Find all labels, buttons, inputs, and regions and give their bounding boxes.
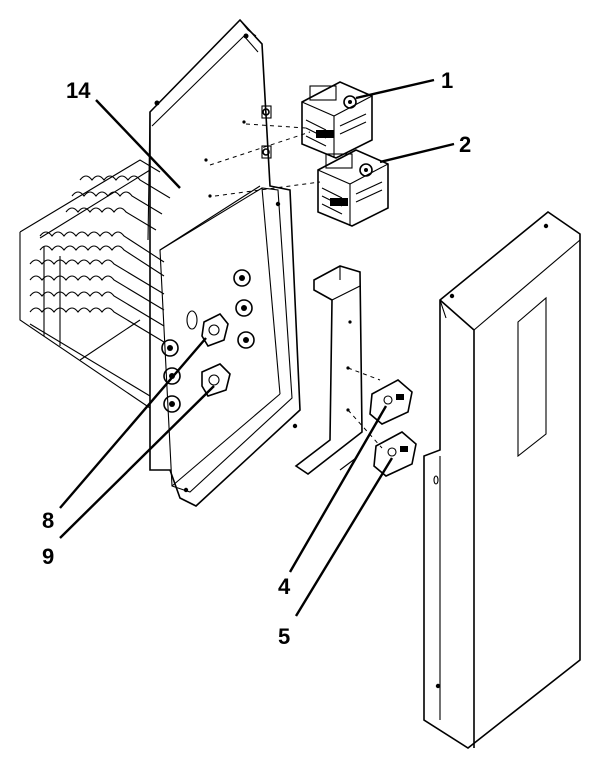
- terminal-block-upper: [369, 379, 413, 425]
- callout-9: 9: [42, 544, 54, 569]
- callout-8: 8: [42, 508, 54, 533]
- channel-bracket: [294, 265, 363, 475]
- limit-switch-upper: [201, 312, 229, 347]
- mounting-guide-lines: [209, 123, 383, 449]
- relay-upper: [301, 81, 373, 159]
- callout-2: 2: [459, 132, 471, 157]
- callout-14: 14: [66, 78, 91, 103]
- leader-lines: [59, 78, 455, 617]
- callout-4: 4: [278, 574, 291, 599]
- callouts: 1 2 14 8 9 4 5: [42, 68, 471, 649]
- callout-5: 5: [278, 624, 290, 649]
- callout-1: 1: [441, 68, 453, 93]
- heater-coils: [19, 159, 171, 409]
- terminal-block-lower: [373, 431, 417, 477]
- limit-switch-lower: [201, 363, 231, 397]
- mounting-panel: [147, 18, 301, 507]
- cover-panel: [423, 211, 581, 749]
- relay-lower: [317, 149, 389, 227]
